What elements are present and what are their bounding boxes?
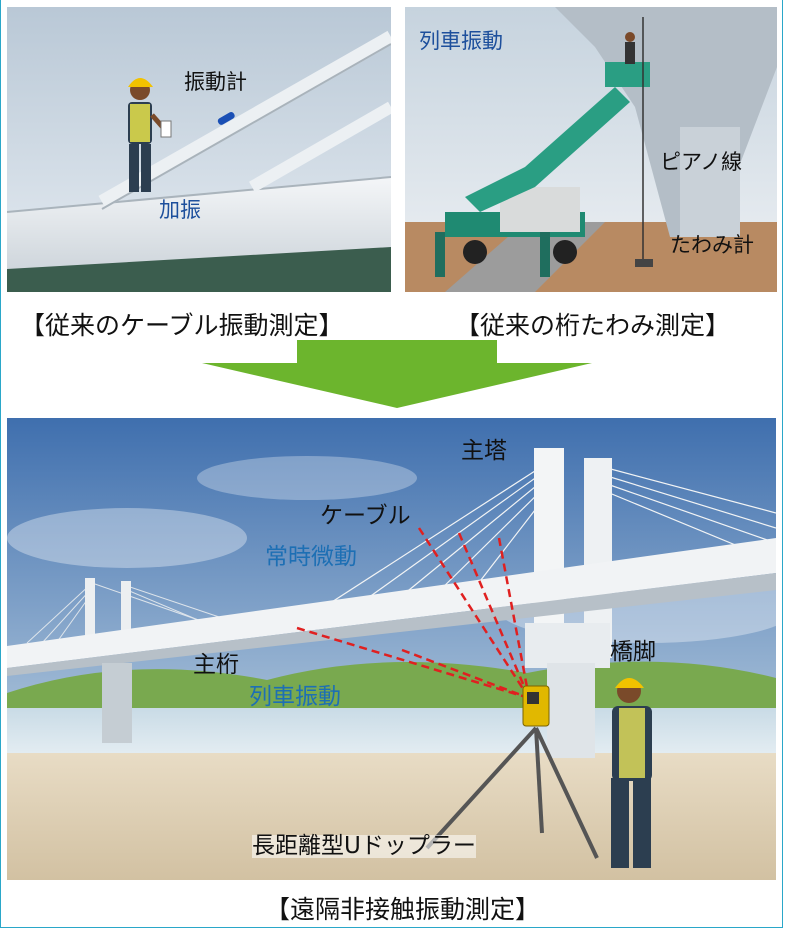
label-vibrometer: 振動計 (184, 70, 247, 94)
label-deflection-meter: たわみ計 (670, 233, 754, 257)
label-train-vibration-top: 列車振動 (419, 29, 503, 53)
caption-remote-measurement: 【遠隔非接触振動測定】 (265, 895, 541, 924)
label-main-tower: 主塔 (461, 438, 507, 464)
label-pier: 橋脚 (610, 639, 656, 665)
caption-cable-vibration: 【従来のケーブル振動測定】 (20, 311, 344, 340)
panel-cable-vibration: 振動計 加振 (7, 7, 391, 292)
label-train-vibration-bottom: 列車振動 (249, 684, 341, 710)
caption-girder-deflection: 【従来の桁たわみ測定】 (455, 311, 731, 340)
label-piano-wire: ピアノ線 (660, 150, 743, 174)
remote-scene-image (7, 418, 776, 880)
label-doppler: 長距離型Uドップラー (252, 833, 476, 859)
flow-arrow (202, 340, 592, 408)
label-main-girder: 主桁 (193, 652, 239, 678)
label-cable: ケーブル (320, 503, 411, 529)
panel-remote-measurement: 主塔 ケーブル 常時微動 主桁 列車振動 橋脚 長距離型Uドップラー (7, 418, 776, 880)
panel-girder-deflection: 列車振動 ピアノ線 たわみ計 (405, 7, 777, 292)
cable-scene-image (7, 7, 391, 292)
label-excitation: 加振 (159, 198, 201, 222)
label-ambient-vibration: 常時微動 (265, 544, 357, 570)
deflection-scene-image (405, 7, 777, 292)
